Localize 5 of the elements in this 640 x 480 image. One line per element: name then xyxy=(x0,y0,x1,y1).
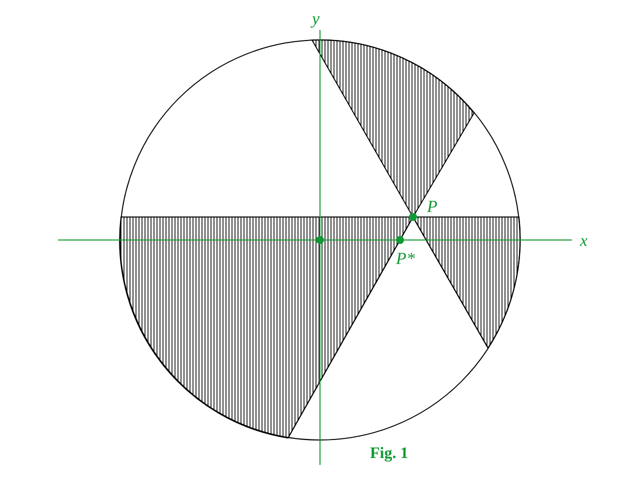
figure-caption: Fig. 1 xyxy=(370,446,408,462)
point-label: P xyxy=(427,198,438,215)
axis-label: y xyxy=(312,10,320,27)
point-label: P* xyxy=(396,250,415,267)
axis-label: x xyxy=(580,232,588,249)
